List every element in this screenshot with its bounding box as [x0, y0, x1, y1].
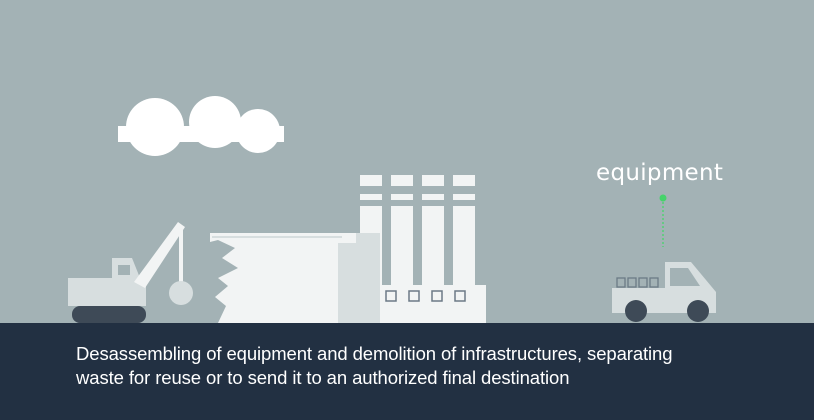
- caption-line-1: Desassembling of equipment and demolitio…: [76, 343, 673, 364]
- annotation-pointer: [659, 194, 667, 247]
- caption-text: Desassembling of equipment and demolitio…: [76, 342, 776, 390]
- demolished-building: [210, 233, 380, 323]
- caption-line-2: waste for reuse or to send it to an auth…: [76, 367, 570, 388]
- truck-icon: [612, 262, 716, 322]
- cloud-icon: [118, 96, 284, 156]
- caption-bar: [0, 323, 814, 420]
- factory-chimneys: [360, 175, 475, 290]
- excavator-icon: [68, 222, 193, 323]
- equipment-label: equipment: [596, 160, 724, 186]
- factory-building: [379, 285, 486, 323]
